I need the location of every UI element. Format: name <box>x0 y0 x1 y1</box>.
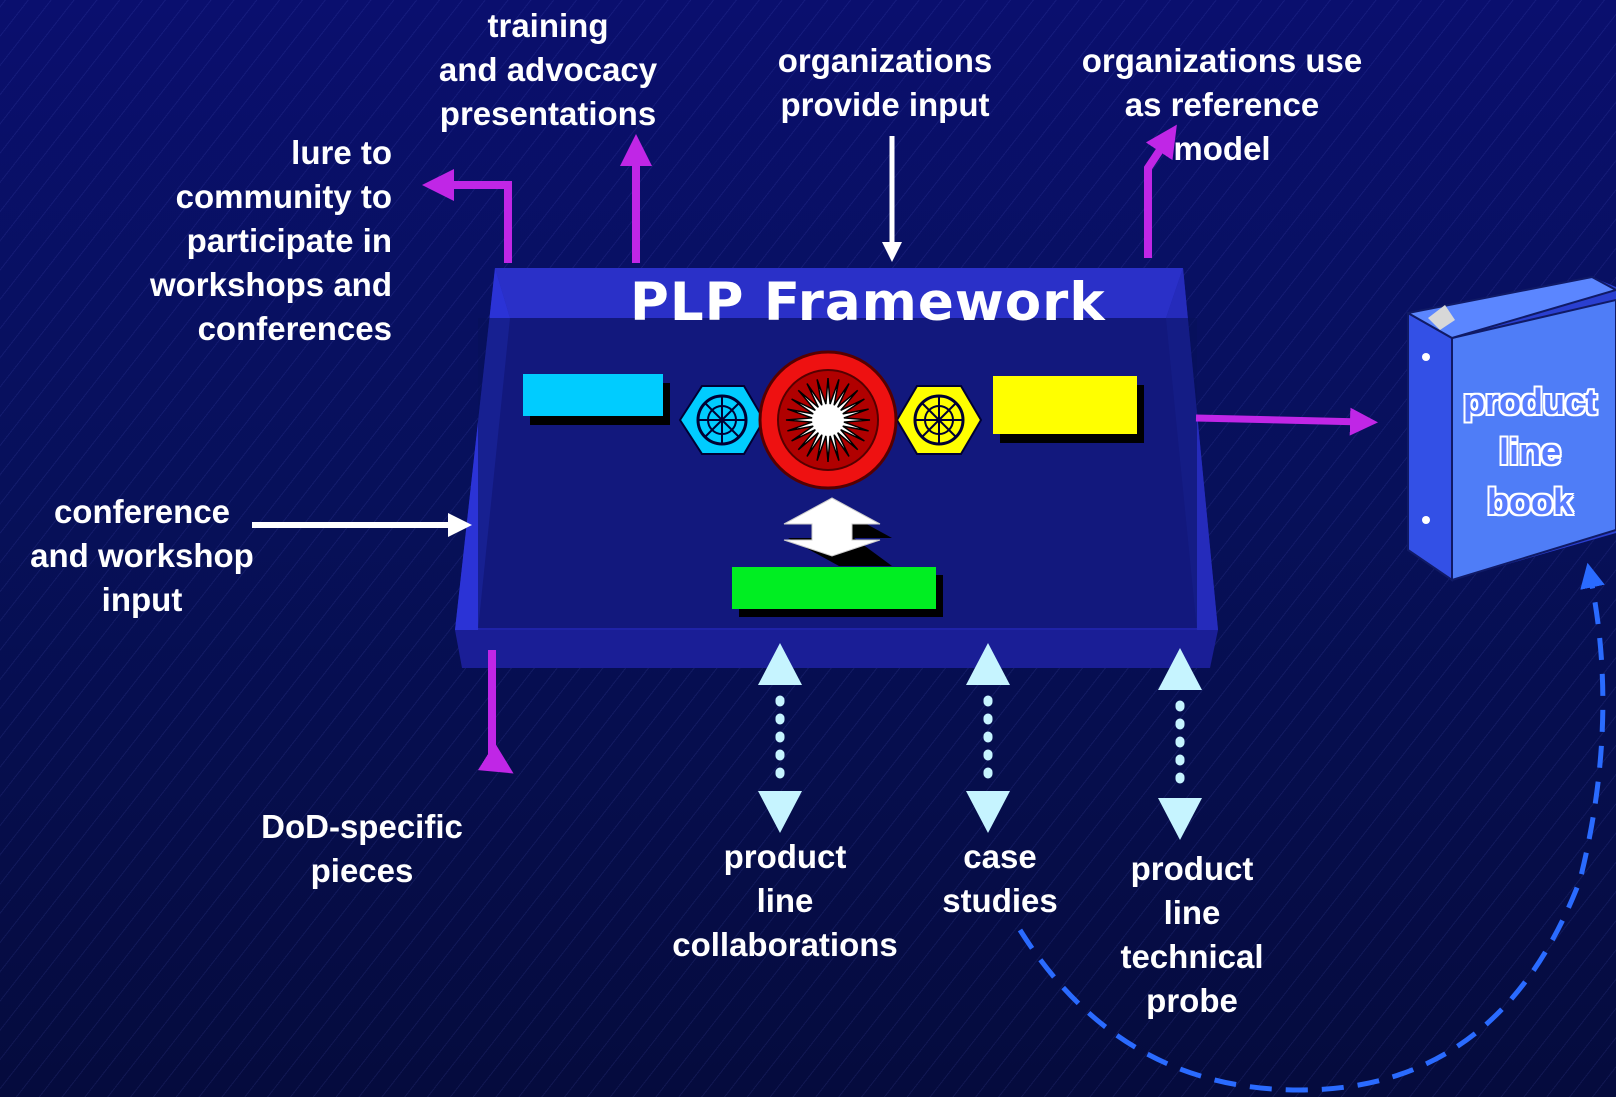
book-label: product line book <box>1445 377 1615 527</box>
lure-line-3: participate in <box>186 222 392 259</box>
collaborations-arrow <box>758 643 802 833</box>
probe-line-4: probe <box>1146 982 1238 1019</box>
white-double-arrow-icon <box>783 497 892 566</box>
organizations-use-label: organizations use as reference model <box>1050 39 1394 171</box>
probe-line-1: product <box>1130 850 1254 887</box>
framework-title: PLP Framework <box>630 272 1106 333</box>
green-block <box>732 567 936 609</box>
org-use-line-2: as reference <box>1124 86 1320 123</box>
book-line-3: book <box>1487 481 1573 522</box>
org-input-line-1: organizations <box>777 42 993 79</box>
lure-line-1: lure to <box>291 134 392 171</box>
case-line-1: case <box>963 838 1037 875</box>
product-line-book-icon <box>1405 275 1616 582</box>
lure-line-2: community to <box>175 178 392 215</box>
lure-line-5: conferences <box>197 310 392 347</box>
org-use-line-3: model <box>1173 130 1271 167</box>
cyan-block <box>523 374 663 416</box>
central-burst-icon <box>758 350 898 490</box>
collab-line-3: collaborations <box>672 926 898 963</box>
book-arrow <box>1195 407 1378 436</box>
dod-line-1: DoD-specific <box>261 808 463 845</box>
conference-line-3: input <box>101 581 183 618</box>
conference-label: conference and workshop input <box>8 490 276 622</box>
feedback-dashed-curve <box>1017 562 1606 1093</box>
reference-arrow <box>1144 124 1177 258</box>
case-studies-arrow <box>966 643 1010 833</box>
collaborations-label: product line collaborations <box>640 835 930 967</box>
training-line-3: presentations <box>439 95 657 132</box>
conference-line-2: and workshop <box>30 537 254 574</box>
dod-label: DoD-specific pieces <box>230 805 494 893</box>
organizations-input-label: organizations provide input <box>740 39 1030 127</box>
org-input-line-2: provide input <box>780 86 990 123</box>
training-label: training and advocacy presentations <box>414 4 682 136</box>
dod-arrow <box>477 650 514 774</box>
dod-line-2: pieces <box>310 852 414 889</box>
collab-line-2: line <box>756 882 814 919</box>
technical-probe-label: product line technical probe <box>1100 847 1284 1023</box>
lure-arrow <box>422 169 512 263</box>
collab-line-1: product <box>723 838 847 875</box>
book-line-1: product <box>1463 381 1597 422</box>
technical-probe-arrow <box>1158 648 1202 840</box>
lure-line-4: workshops and <box>149 266 392 303</box>
book-line-2: line <box>1498 431 1561 472</box>
yellow-block <box>993 376 1137 434</box>
yellow-exchange-icon <box>895 385 983 455</box>
conference-line-1: conference <box>53 493 231 530</box>
training-line-2: and advocacy <box>438 51 658 88</box>
case-line-2: studies <box>942 882 1058 919</box>
probe-line-3: technical <box>1120 938 1264 975</box>
org-use-line-1: organizations use <box>1081 42 1363 79</box>
training-line-1: training <box>487 7 609 44</box>
probe-line-2: line <box>1163 894 1221 931</box>
lure-label: lure to community to participate in work… <box>80 131 392 351</box>
case-studies-label: case studies <box>920 835 1080 923</box>
